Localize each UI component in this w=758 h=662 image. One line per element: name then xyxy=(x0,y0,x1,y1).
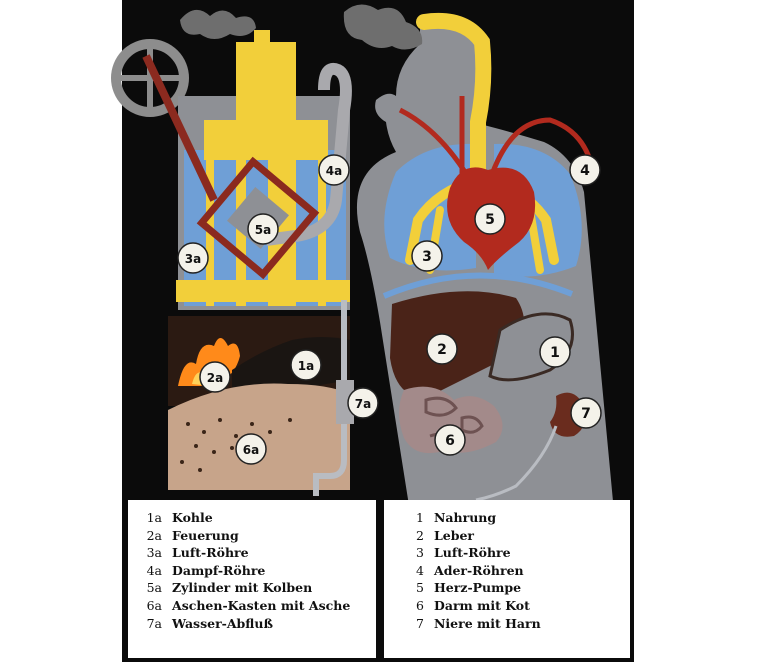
legend-label: Luft-Röhre xyxy=(172,545,249,560)
legend-label: Darm mit Kot xyxy=(434,598,530,613)
legend-label: Luft-Röhre xyxy=(434,545,511,560)
legend-steam-engine: 1aKohle 2aFeuerung 3aLuft-Röhre 4aDampf-… xyxy=(128,500,376,658)
marker-5: 5 xyxy=(475,204,505,234)
svg-text:4: 4 xyxy=(580,163,590,179)
legend-label: Nahrung xyxy=(434,510,496,525)
marker-1: 1 xyxy=(540,337,570,367)
svg-text:7a: 7a xyxy=(355,397,371,411)
legend-item: 7Niere mit Harn xyxy=(384,616,630,634)
svg-text:6: 6 xyxy=(445,433,455,449)
steam-engine xyxy=(116,10,354,496)
legend-number: 7a xyxy=(128,616,172,631)
legend-number: 7 xyxy=(384,616,434,631)
legend-item: 3aLuft-Röhre xyxy=(128,545,376,563)
svg-text:2a: 2a xyxy=(207,371,223,385)
legend-item: 5aZylinder mit Kolben xyxy=(128,580,376,598)
svg-text:6a: 6a xyxy=(243,443,259,457)
legend-item: 2aFeuerung xyxy=(128,528,376,546)
marker-3a: 3a xyxy=(178,243,208,273)
legend-number: 2 xyxy=(384,528,434,543)
marker-2: 2 xyxy=(427,334,457,364)
legend-number: 3 xyxy=(384,545,434,560)
svg-text:4a: 4a xyxy=(326,164,342,178)
legend-number: 4a xyxy=(128,563,172,578)
legend-label: Dampf-Röhre xyxy=(172,563,265,578)
legend-number: 1a xyxy=(128,510,172,525)
legend-label: Herz-Pumpe xyxy=(434,580,521,595)
marker-4a: 4a xyxy=(319,155,349,185)
legend-label: Wasser-Abfluß xyxy=(172,616,273,631)
flywheel xyxy=(116,44,184,112)
legend-number: 2a xyxy=(128,528,172,543)
marker-7a: 7a xyxy=(348,388,378,418)
legend-item: 4aDampf-Röhre xyxy=(128,563,376,581)
breath-smoke xyxy=(344,4,422,49)
legend-label: Ader-Röhren xyxy=(434,563,524,578)
svg-text:5a: 5a xyxy=(255,223,271,237)
marker-3: 3 xyxy=(412,241,442,271)
legend-human-body: 1Nahrung 2Leber 3Luft-Röhre 4Ader-Röhren… xyxy=(384,500,630,658)
marker-1a: 1a xyxy=(291,350,321,380)
legend-item: 2Leber xyxy=(384,528,630,546)
legend-number: 1 xyxy=(384,510,434,525)
legend-item: 7aWasser-Abfluß xyxy=(128,616,376,634)
legend-item: 1aKohle xyxy=(128,510,376,528)
legend-item: 1Nahrung xyxy=(384,510,630,528)
legend-item: 3Luft-Röhre xyxy=(384,545,630,563)
legend-label: Kohle xyxy=(172,510,213,525)
legend-number: 3a xyxy=(128,545,172,560)
svg-text:3: 3 xyxy=(422,249,432,265)
legend-item: 5Herz-Pumpe xyxy=(384,580,630,598)
marker-2a: 2a xyxy=(200,362,230,392)
marker-7: 7 xyxy=(571,398,601,428)
legend-label: Niere mit Harn xyxy=(434,616,541,631)
marker-5a: 5a xyxy=(248,214,278,244)
legend-label: Zylinder mit Kolben xyxy=(172,580,312,595)
legend-number: 5 xyxy=(384,580,434,595)
legend-label: Leber xyxy=(434,528,474,543)
svg-text:7: 7 xyxy=(581,406,591,422)
human-body xyxy=(344,4,614,512)
svg-text:3a: 3a xyxy=(185,252,201,266)
svg-text:1a: 1a xyxy=(298,359,314,373)
svg-text:5: 5 xyxy=(485,212,495,228)
marker-6a: 6a xyxy=(236,434,266,464)
legend-item: 6aAschen-Kasten mit Asche xyxy=(128,598,376,616)
marker-6: 6 xyxy=(435,425,465,455)
legend-item: 4Ader-Röhren xyxy=(384,563,630,581)
legend-item: 6Darm mit Kot xyxy=(384,598,630,616)
chimney-smoke xyxy=(180,10,256,39)
svg-text:2: 2 xyxy=(437,342,447,358)
legend-label: Feuerung xyxy=(172,528,239,543)
legend-number: 6 xyxy=(384,598,434,613)
legend-number: 5a xyxy=(128,580,172,595)
marker-4: 4 xyxy=(570,155,600,185)
svg-text:1: 1 xyxy=(550,345,560,361)
legend-label: Aschen-Kasten mit Asche xyxy=(172,598,350,613)
legend-number: 6a xyxy=(128,598,172,613)
legend-number: 4 xyxy=(384,563,434,578)
